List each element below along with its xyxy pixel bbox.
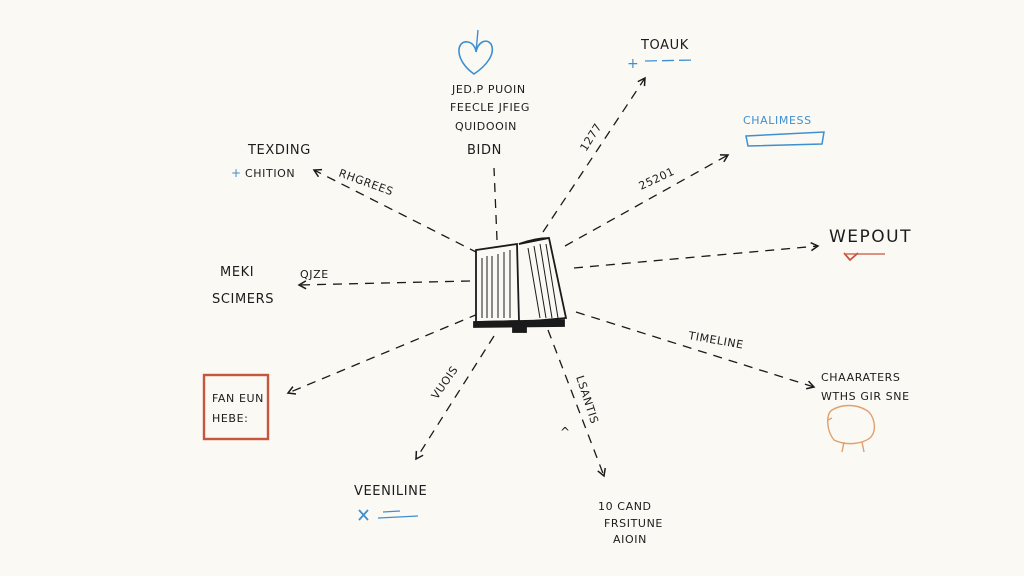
node-top-right-rule [644,59,697,62]
node-bottom-left: VUOIS VEENILINE [354,364,461,521]
node-right-upper-title: CHALIMESS [743,114,812,127]
check-icon [843,252,859,262]
node-bottom-line-2: FRSITUNE [604,517,663,530]
connector-top-right [542,76,646,233]
node-left-lower-line-1: FAN EUN [212,392,264,405]
node-left-lower: FAN EUN HEBE: [202,373,270,441]
edge-label-top-right: 1277 [578,121,605,154]
node-top-line-3: QUIDOOIN [455,120,517,133]
connector-bottom [547,329,606,478]
connector-bottom-left [415,335,495,461]
connector-top [493,167,498,241]
node-left-mid-line-2: SCIMERS [212,292,274,307]
connector-right-lower [575,311,816,390]
x-mark-icon [358,509,369,521]
node-right-lower: TIMELINE CHAARATERS WTHS GIR SNE [686,329,910,453]
node-top-line-2: FEECLE JFIEG [450,101,530,114]
node-left-lower-line-2: HEBE: [212,412,248,425]
x-mark-icon: + [231,166,241,180]
node-bottom-line-3: AIOIN [613,533,647,546]
node-bottom-left-rule [377,510,419,519]
connector-left-lower [286,313,479,395]
highlight-bar [745,131,825,147]
node-bottom-line-1: 10 CAND [598,500,652,513]
connector-right-mid [573,241,820,269]
node-top-right: TOAUK + 1277 [578,38,697,154]
node-right-lower-line-2: WTHS GIR SNE [821,390,910,403]
edge-label-left-upper: RHGREES [337,167,395,199]
node-left-mid: MEKI SCIMERS QJZE [212,265,329,307]
sketch-animal-icon [827,404,876,453]
node-top-title: BIDN [467,143,502,158]
edge-label-right-upper: 25201 [637,165,677,193]
node-right-lower-line-1: CHAARATERS [821,371,900,384]
node-top-line-1: JED.P PUOIN [451,83,526,96]
heart-icon [458,40,493,75]
node-bottom: LSANTIS ^ 10 CAND FRSITUNE AIOIN [560,374,663,546]
connector-left-upper [312,168,479,254]
open-book-icon [473,236,568,333]
edge-label-right-lower: TIMELINE [686,329,744,352]
node-right-mid-title: WEPOUT [829,227,912,247]
node-top-right-title: TOAUK [640,38,689,53]
node-left-lower-box [202,373,270,441]
plus-icon: + [627,56,639,72]
node-left-upper: TEXDING + CHITION RHGREES [231,143,395,198]
node-top: JED.P PUOIN FEECLE JFIEG QUIDOOIN BIDN [450,29,530,158]
connector-left-mid [297,280,471,290]
connector-right-upper [564,154,730,247]
node-right-upper: CHALIMESS 25201 [637,114,825,193]
connectors [286,76,820,478]
edge-label-bottom: LSANTIS [573,374,601,426]
node-left-upper-subtitle: CHITION [245,167,295,180]
tick-icon: ^ [560,425,570,439]
node-left-upper-title: TEXDING [247,143,311,158]
node-left-mid-line-1: MEKI [220,265,254,280]
node-bottom-left-title: VEENILINE [354,484,427,499]
edge-label-left-mid: QJZE [300,268,329,281]
node-right-mid: WEPOUT [829,227,912,262]
